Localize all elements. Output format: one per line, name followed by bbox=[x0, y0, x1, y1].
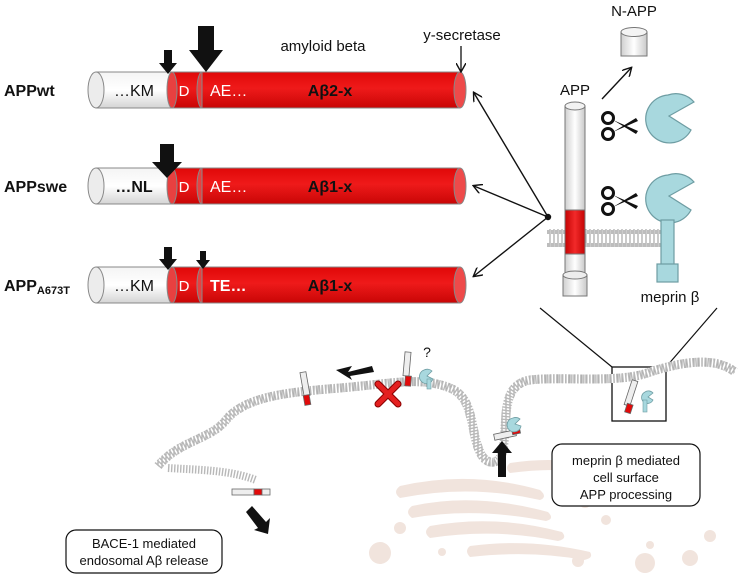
scissors-icon bbox=[601, 111, 638, 141]
abeta-species-label: Aβ1-x bbox=[308, 179, 353, 196]
cleavage-arrows bbox=[152, 26, 223, 270]
c-terminal-cap bbox=[453, 266, 467, 304]
n-app-label: N-APP bbox=[611, 3, 657, 20]
cleavage-site-label: D bbox=[179, 278, 190, 295]
cell-illustration bbox=[154, 351, 738, 573]
meprin-label: meprin β bbox=[641, 289, 700, 306]
meprin-processing-box: meprin β mediated cell surface APP proce… bbox=[551, 443, 701, 507]
app-membrane-schematic bbox=[547, 27, 695, 297]
variant-name: APPA673T bbox=[4, 278, 70, 297]
endocytosis-arrow-up bbox=[492, 441, 512, 477]
n-terminal-segment bbox=[95, 71, 173, 109]
sequence-right: AE… bbox=[210, 179, 247, 196]
variant-name: APPwt bbox=[4, 83, 55, 100]
bace1-box-line-2: endosomal Aβ release bbox=[80, 553, 209, 568]
meprin-box-line-1: meprin β mediated bbox=[572, 453, 680, 468]
n-terminal-cap bbox=[87, 266, 105, 304]
cleavage-site-label: D bbox=[179, 83, 190, 100]
app-variant-row-wt: …KM D AE… Aβ2-x APPwt bbox=[4, 71, 467, 109]
sequence-left: …KM bbox=[114, 278, 154, 295]
app-glyph-surface bbox=[299, 371, 312, 406]
meprin-membrane-shape bbox=[645, 173, 695, 224]
sequence-left: …KM bbox=[114, 83, 154, 100]
zoom-inset-box bbox=[611, 366, 667, 422]
bace1-release-box: BACE-1 mediated endosomal Aβ release bbox=[65, 529, 223, 574]
abeta-segment bbox=[201, 266, 461, 304]
transport-arrow-left bbox=[336, 366, 374, 380]
n-terminal-cap bbox=[87, 167, 105, 205]
abeta-segment bbox=[201, 167, 461, 205]
golgi-apparatus bbox=[369, 459, 716, 573]
endosome-arrow-down bbox=[246, 506, 270, 534]
app-glyph-endocytosis bbox=[493, 417, 522, 441]
gamma-secretase-label: y-secretase bbox=[423, 27, 501, 44]
app-variant-row-swe: …NL D AE… Aβ1-x APPswe bbox=[4, 167, 467, 205]
variant-name: APPswe bbox=[4, 179, 67, 196]
sequence-right: AE… bbox=[210, 83, 247, 100]
meprin-box-line-2: cell surface bbox=[593, 470, 659, 485]
n-terminal-cap bbox=[87, 71, 105, 109]
bace1-box-line-1: BACE-1 mediated bbox=[92, 536, 196, 551]
meprin-box-line-3: APP processing bbox=[580, 487, 672, 502]
n-terminal-segment bbox=[95, 266, 173, 304]
app-variant-row-a673t: …KM D TE… Aβ1-x APPA673T bbox=[4, 266, 467, 304]
app-label: APP bbox=[560, 82, 590, 99]
scissors-icon bbox=[601, 186, 638, 216]
zoom-line-left bbox=[539, 307, 613, 368]
origin-arrows bbox=[474, 93, 552, 276]
bace1-cleavage-arrow-a673t bbox=[159, 247, 177, 270]
sequence-right: TE… bbox=[210, 278, 246, 295]
bace1-minor-cleavage-arrow-a673t bbox=[196, 251, 210, 269]
blocked-cleavage-icon bbox=[374, 380, 402, 408]
c-terminal-cap bbox=[453, 71, 467, 109]
abeta-species-label: Aβ1-x bbox=[308, 278, 353, 295]
abeta-species-label: Aβ2-x bbox=[308, 83, 353, 100]
bace1-minor-cleavage-arrow-wt bbox=[159, 50, 177, 74]
n-terminal-segment bbox=[95, 167, 173, 205]
unknown-mark: ? bbox=[423, 344, 431, 360]
amyloid-beta-label: amyloid beta bbox=[280, 38, 366, 55]
sequence-left: …NL bbox=[115, 179, 153, 196]
app-variant-rows: …KM D AE… Aβ2-x APPwt …NL D AE… Aβ1-x APPswe …KM D T… bbox=[4, 71, 467, 304]
cleavage-site-label: D bbox=[179, 179, 190, 196]
meprin-soluble-shape bbox=[645, 93, 695, 144]
abeta-segment bbox=[201, 71, 461, 109]
app-glyph-surface-2 bbox=[402, 351, 412, 387]
zoom-line-right bbox=[665, 307, 718, 368]
c-terminal-cap bbox=[453, 167, 467, 205]
bace1-cleavage-arrow-swe bbox=[152, 144, 182, 178]
bace1-major-cleavage-arrow-wt bbox=[189, 26, 223, 72]
app-glyph-endosomal bbox=[231, 488, 271, 496]
